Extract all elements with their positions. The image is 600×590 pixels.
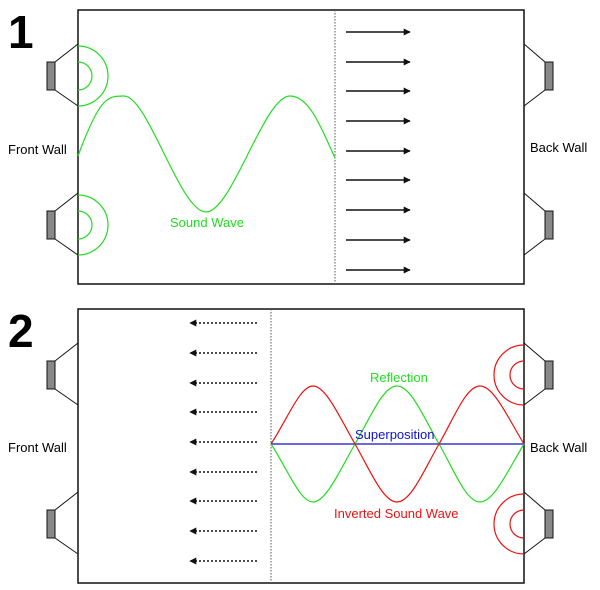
reflection-label: Reflection [370,370,428,385]
panel-1-room [77,9,525,285]
sound-wave-curve [77,95,336,213]
speaker-icon [523,192,554,256]
panel-2-room [77,308,525,584]
speaker-icon [46,491,79,555]
speaker-icon [46,342,79,406]
speaker-icon [46,192,79,256]
panel-2: 2 [8,305,587,584]
superposition-label: Superposition [355,427,435,442]
inverted-wave-curve [270,385,525,503]
panel-1: 1 [8,6,587,285]
panel-2-number: 2 [8,305,34,357]
sound-emission-icon [493,493,525,555]
sound-emission-icon [493,344,525,406]
speaker-icon [523,491,554,555]
inverted-wave-label: Inverted Sound Wave [334,506,459,521]
panel-2-arrows [189,319,257,565]
sound-emission-icon [77,45,109,107]
front-wall-label: Front Wall [8,440,67,455]
back-wall-label: Back Wall [530,140,587,155]
speaker-icon [523,342,554,406]
back-wall-label: Back Wall [530,440,587,455]
front-wall-label: Front Wall [8,142,67,157]
speaker-icon [46,43,79,107]
sound-emission-icon [77,194,109,256]
panel-1-arrows [346,28,411,274]
speaker-icon [523,43,554,107]
sound-wave-label: Sound Wave [170,215,244,230]
panel-1-number: 1 [8,6,34,58]
reflection-curve [270,385,525,503]
